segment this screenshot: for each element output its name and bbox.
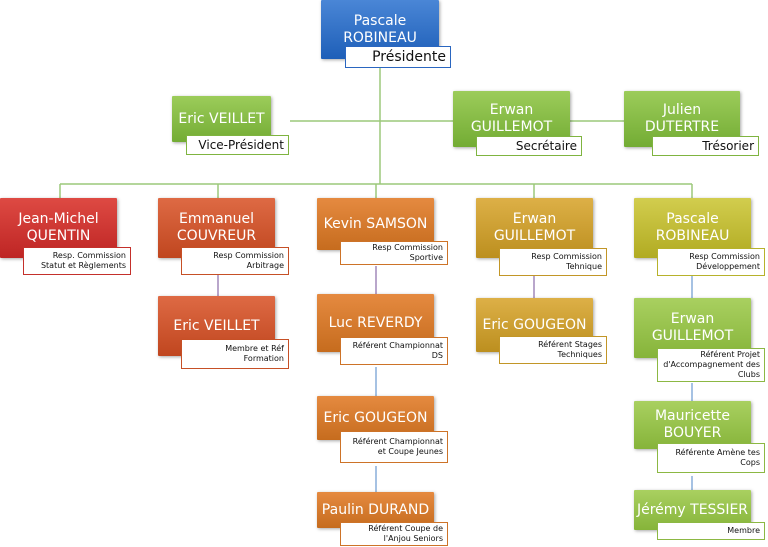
node-role: Référent Coupe de l'Anjou Seniors bbox=[340, 522, 448, 546]
node-role: Resp Commission Tehnique bbox=[499, 248, 607, 276]
node-role: Référent Projet d'Accompagnement des Clu… bbox=[657, 348, 765, 382]
node-name: Mauricette BOUYER bbox=[634, 401, 751, 449]
node-role: Resp. Commission Statut et Règlements bbox=[23, 247, 131, 275]
node-role: Présidente bbox=[345, 46, 451, 68]
node-role: Resp Commission Sportive bbox=[340, 241, 448, 265]
node-role: Resp Commission Arbitrage bbox=[181, 247, 289, 275]
node-name: Eric VEILLET bbox=[172, 96, 271, 142]
node-role: Référent Stages Techniques bbox=[499, 336, 607, 364]
node-role: Membre bbox=[657, 522, 765, 540]
node-role: Référent Championnat DS bbox=[340, 337, 448, 365]
node-role: Membre et Réf Formation bbox=[181, 339, 289, 369]
node-role: Resp Commission Développement bbox=[657, 248, 765, 276]
node-role: Vice-Président bbox=[186, 135, 289, 155]
node-role: Référent Championnat et Coupe Jeunes bbox=[340, 431, 448, 463]
node-role: Référente Amène tes Cops bbox=[657, 443, 765, 473]
node-role: Secrétaire bbox=[476, 136, 582, 156]
node-role: Trésorier bbox=[652, 136, 759, 156]
